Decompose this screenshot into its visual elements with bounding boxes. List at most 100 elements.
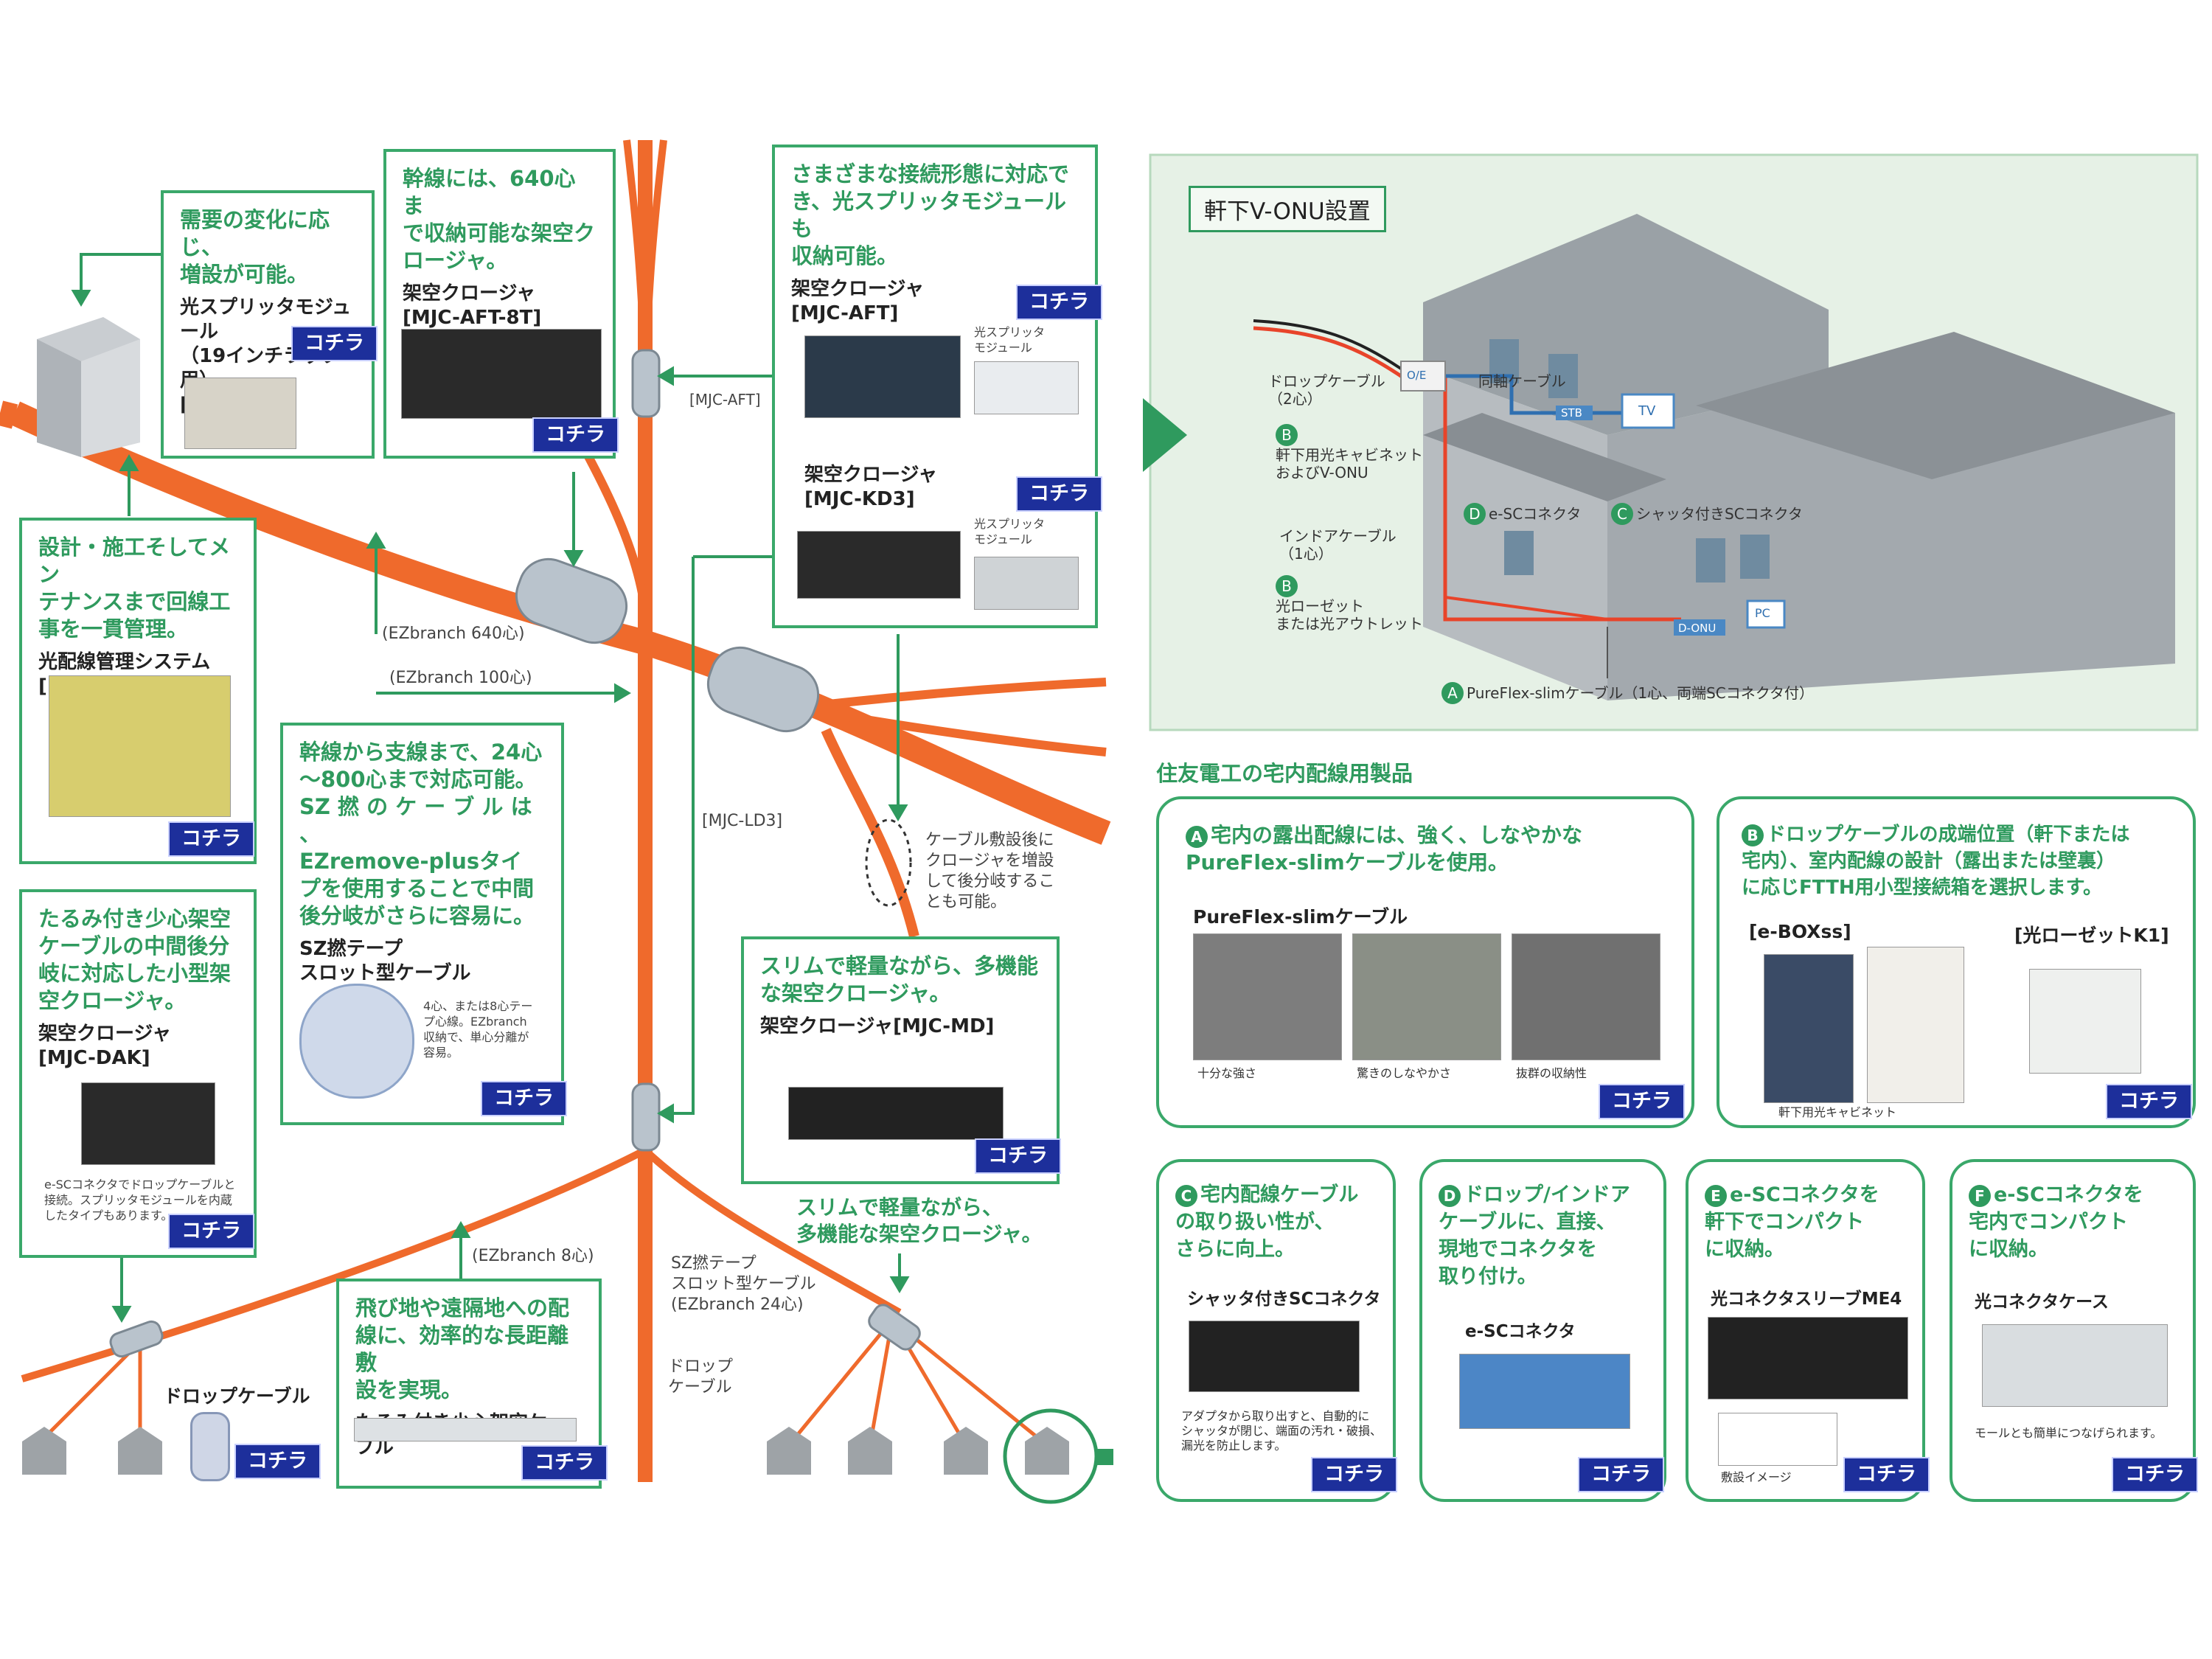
trunk-cable <box>9 401 1111 845</box>
kochira-slack[interactable]: コチラ <box>521 1445 608 1481</box>
house-callout-circle <box>1003 1408 1099 1504</box>
branch-down <box>821 728 919 938</box>
kochira-product-d[interactable]: コチラ <box>1578 1457 1664 1492</box>
dak-photo <box>81 1082 215 1165</box>
product-a-cap-1: 十分な強さ <box>1197 1066 1257 1080</box>
product-c-photo <box>1189 1321 1360 1392</box>
md-photo <box>788 1087 1004 1140</box>
lower-right-cable <box>642 1147 902 1316</box>
slack-lead: 飛び地や遠隔地への配 線に、効率的な長距離敷 設を実現。 <box>355 1295 570 1402</box>
label-ez100: (EZbranch 100心) <box>389 669 532 687</box>
product-b-cap: 軒下用光キャビネット <box>1778 1105 1897 1119</box>
kochira-dak[interactable]: コチラ <box>168 1214 254 1249</box>
product-e-diagram <box>1718 1413 1837 1466</box>
label-mjc-aft: [MJC-AFT] <box>689 391 761 408</box>
product-e-photo <box>1708 1317 1908 1399</box>
dak-note: e-SCコネクタでドロップケーブルと 接続。スプリッタモジュールを内蔵 したタイ… <box>44 1178 236 1222</box>
closure-main-2 <box>706 646 820 733</box>
kochira-md[interactable]: コチラ <box>975 1138 1061 1174</box>
house-rosette-text: 光ローゼット または光アウトレット <box>1276 597 1423 633</box>
product-d-photo <box>1459 1354 1630 1429</box>
facts-lead: 設計・施工そしてメン テナンスまで回線工 事を一貫管理。 <box>38 535 231 641</box>
branch-right-1 <box>796 678 1107 712</box>
label-ez640: (EZbranch 640心) <box>382 625 525 643</box>
house-label-indoor: インドアケーブル （1心） <box>1279 527 1397 563</box>
branch-right-2 <box>795 703 1107 757</box>
product-e-name: 光コネクタスリーブME4 <box>1711 1290 1902 1309</box>
house-callout-tab <box>1097 1449 1113 1465</box>
house-illustration <box>1253 214 2175 700</box>
splitter-lead: 需要の変化に応じ、 増設が可能。 <box>180 207 330 287</box>
splitter-box: 需要の変化に応じ、 増設が可能。 光スプリッタモジュール （19インチラック用）… <box>161 190 375 459</box>
kochira-kd3[interactable]: コチラ <box>1016 476 1102 512</box>
aft8t-photo <box>401 329 602 419</box>
dak-box: たるみ付き少心架空 ケーブルの中間後分 岐に対応した小型架 空クロージャ。 架空… <box>19 889 257 1258</box>
facts-box: 設計・施工そしてメン テナンスまで回線工 事を一貫管理。 光配線管理システム [… <box>19 518 257 864</box>
label-sz24: SZ撚テープ スロット型ケーブル (EZbranch 24心) <box>671 1254 816 1314</box>
house-cabinet-text: 軒下用光キャビネット およびV-ONU <box>1276 446 1423 481</box>
panel-arrow <box>1143 398 1187 472</box>
aft8t-product: 架空クロージャ [MJC-AFT-8T] <box>403 282 542 329</box>
house-pureflex-text: PureFlex-slimケーブル（1心、両端SCコネクタ付） <box>1467 684 1814 702</box>
badge-b: B <box>1276 424 1298 446</box>
closure-lower-right <box>868 1304 921 1351</box>
aft-kd3-box: さまざまな接続形態に対応で き、光スプリッタモジュールも 収納可能。 架空クロー… <box>772 145 1098 628</box>
badge-d-product: D <box>1439 1185 1461 1207</box>
kochira-splitter[interactable]: コチラ <box>291 326 378 361</box>
kochira-product-a[interactable]: コチラ <box>1599 1084 1685 1119</box>
aft-product: 架空クロージャ [MJC-AFT] <box>791 278 925 324</box>
md-lead: スリムで軽量ながら、多機能 な架空クロージャ。 <box>760 953 1039 1006</box>
callout-arrows <box>71 253 910 1323</box>
house-label-coax: 同軸ケーブル <box>1478 372 1566 390</box>
later-branch-marker <box>865 818 912 907</box>
kochira-product-e[interactable]: コチラ <box>1843 1457 1930 1492</box>
kochira-product-f[interactable]: コチラ <box>2112 1457 2198 1492</box>
slack-box: 飛び地や遠隔地への配 線に、効率的な長距離敷 設を実現。 たるみ付き少心架空ケー… <box>336 1279 602 1489</box>
product-d-name: e-SCコネクタ <box>1465 1322 1576 1341</box>
drop-fan-4 <box>891 1318 1048 1447</box>
aft-splitter-label: 光スプリッタ モジュール <box>974 325 1046 355</box>
product-b-photo-2 <box>1867 947 1964 1103</box>
product-a-photo-3 <box>1512 933 1660 1060</box>
kochira-product-b[interactable]: コチラ <box>2106 1084 2192 1119</box>
kochira-product-c[interactable]: コチラ <box>1311 1457 1397 1492</box>
closure-vertical-top <box>631 349 661 418</box>
label-md-repeat: スリムで軽量ながら、 多機能な架空クロージャ。 <box>796 1195 1043 1246</box>
product-c-cap: アダプタから取り出すと、自動的に シャッタが閉じ、端面の汚れ・破損、 漏光を防止… <box>1181 1409 1382 1453</box>
kochira-ezremove[interactable]: コチラ <box>481 1081 567 1116</box>
badge-a-product: A <box>1186 826 1208 848</box>
aft-photo <box>804 335 961 418</box>
slack-photo <box>354 1418 577 1441</box>
badge-a: A <box>1441 682 1464 704</box>
product-f-photo <box>1982 1324 2168 1407</box>
ezremove-note: 4心、または8心テー プ心線。EZbranch 収納で、単心分離が 容易。 <box>423 999 533 1060</box>
drop-fan-1 <box>787 1318 894 1447</box>
kochira-drop[interactable]: コチラ <box>234 1444 321 1479</box>
product-b-lead-text: ドロップケーブルの成端位置（軒下または 宅内）、室内配線の設計（露出または壁裏）… <box>1742 824 2130 899</box>
kochira-aft8t[interactable]: コチラ <box>532 417 619 453</box>
kd3-photo <box>797 531 961 599</box>
md-box: スリムで軽量ながら、多機能 な架空クロージャ。 架空クロージャ[MJC-MD] <box>741 936 1060 1184</box>
product-c-lead-text: 宅内配線ケーブル の取り扱い性が、 さらに向上。 <box>1175 1183 1359 1261</box>
product-a-cap-2: 驚きのしなやかさ <box>1357 1066 1452 1080</box>
badge-b-product: B <box>1742 824 1764 846</box>
drop-left-1 <box>43 1340 142 1439</box>
facts-photo <box>49 675 231 817</box>
badge-c-product: C <box>1175 1185 1197 1207</box>
product-a-photo-2 <box>1352 933 1501 1060</box>
label-drop1: ドロップケーブル <box>164 1385 310 1407</box>
kochira-aft[interactable]: コチラ <box>1016 285 1102 320</box>
building-icon <box>37 317 140 457</box>
house-label-drop: ドロップケーブル （2心） <box>1268 372 1385 408</box>
house-label-stb: STB <box>1561 406 1582 420</box>
kochira-facts[interactable]: コチラ <box>168 821 254 857</box>
